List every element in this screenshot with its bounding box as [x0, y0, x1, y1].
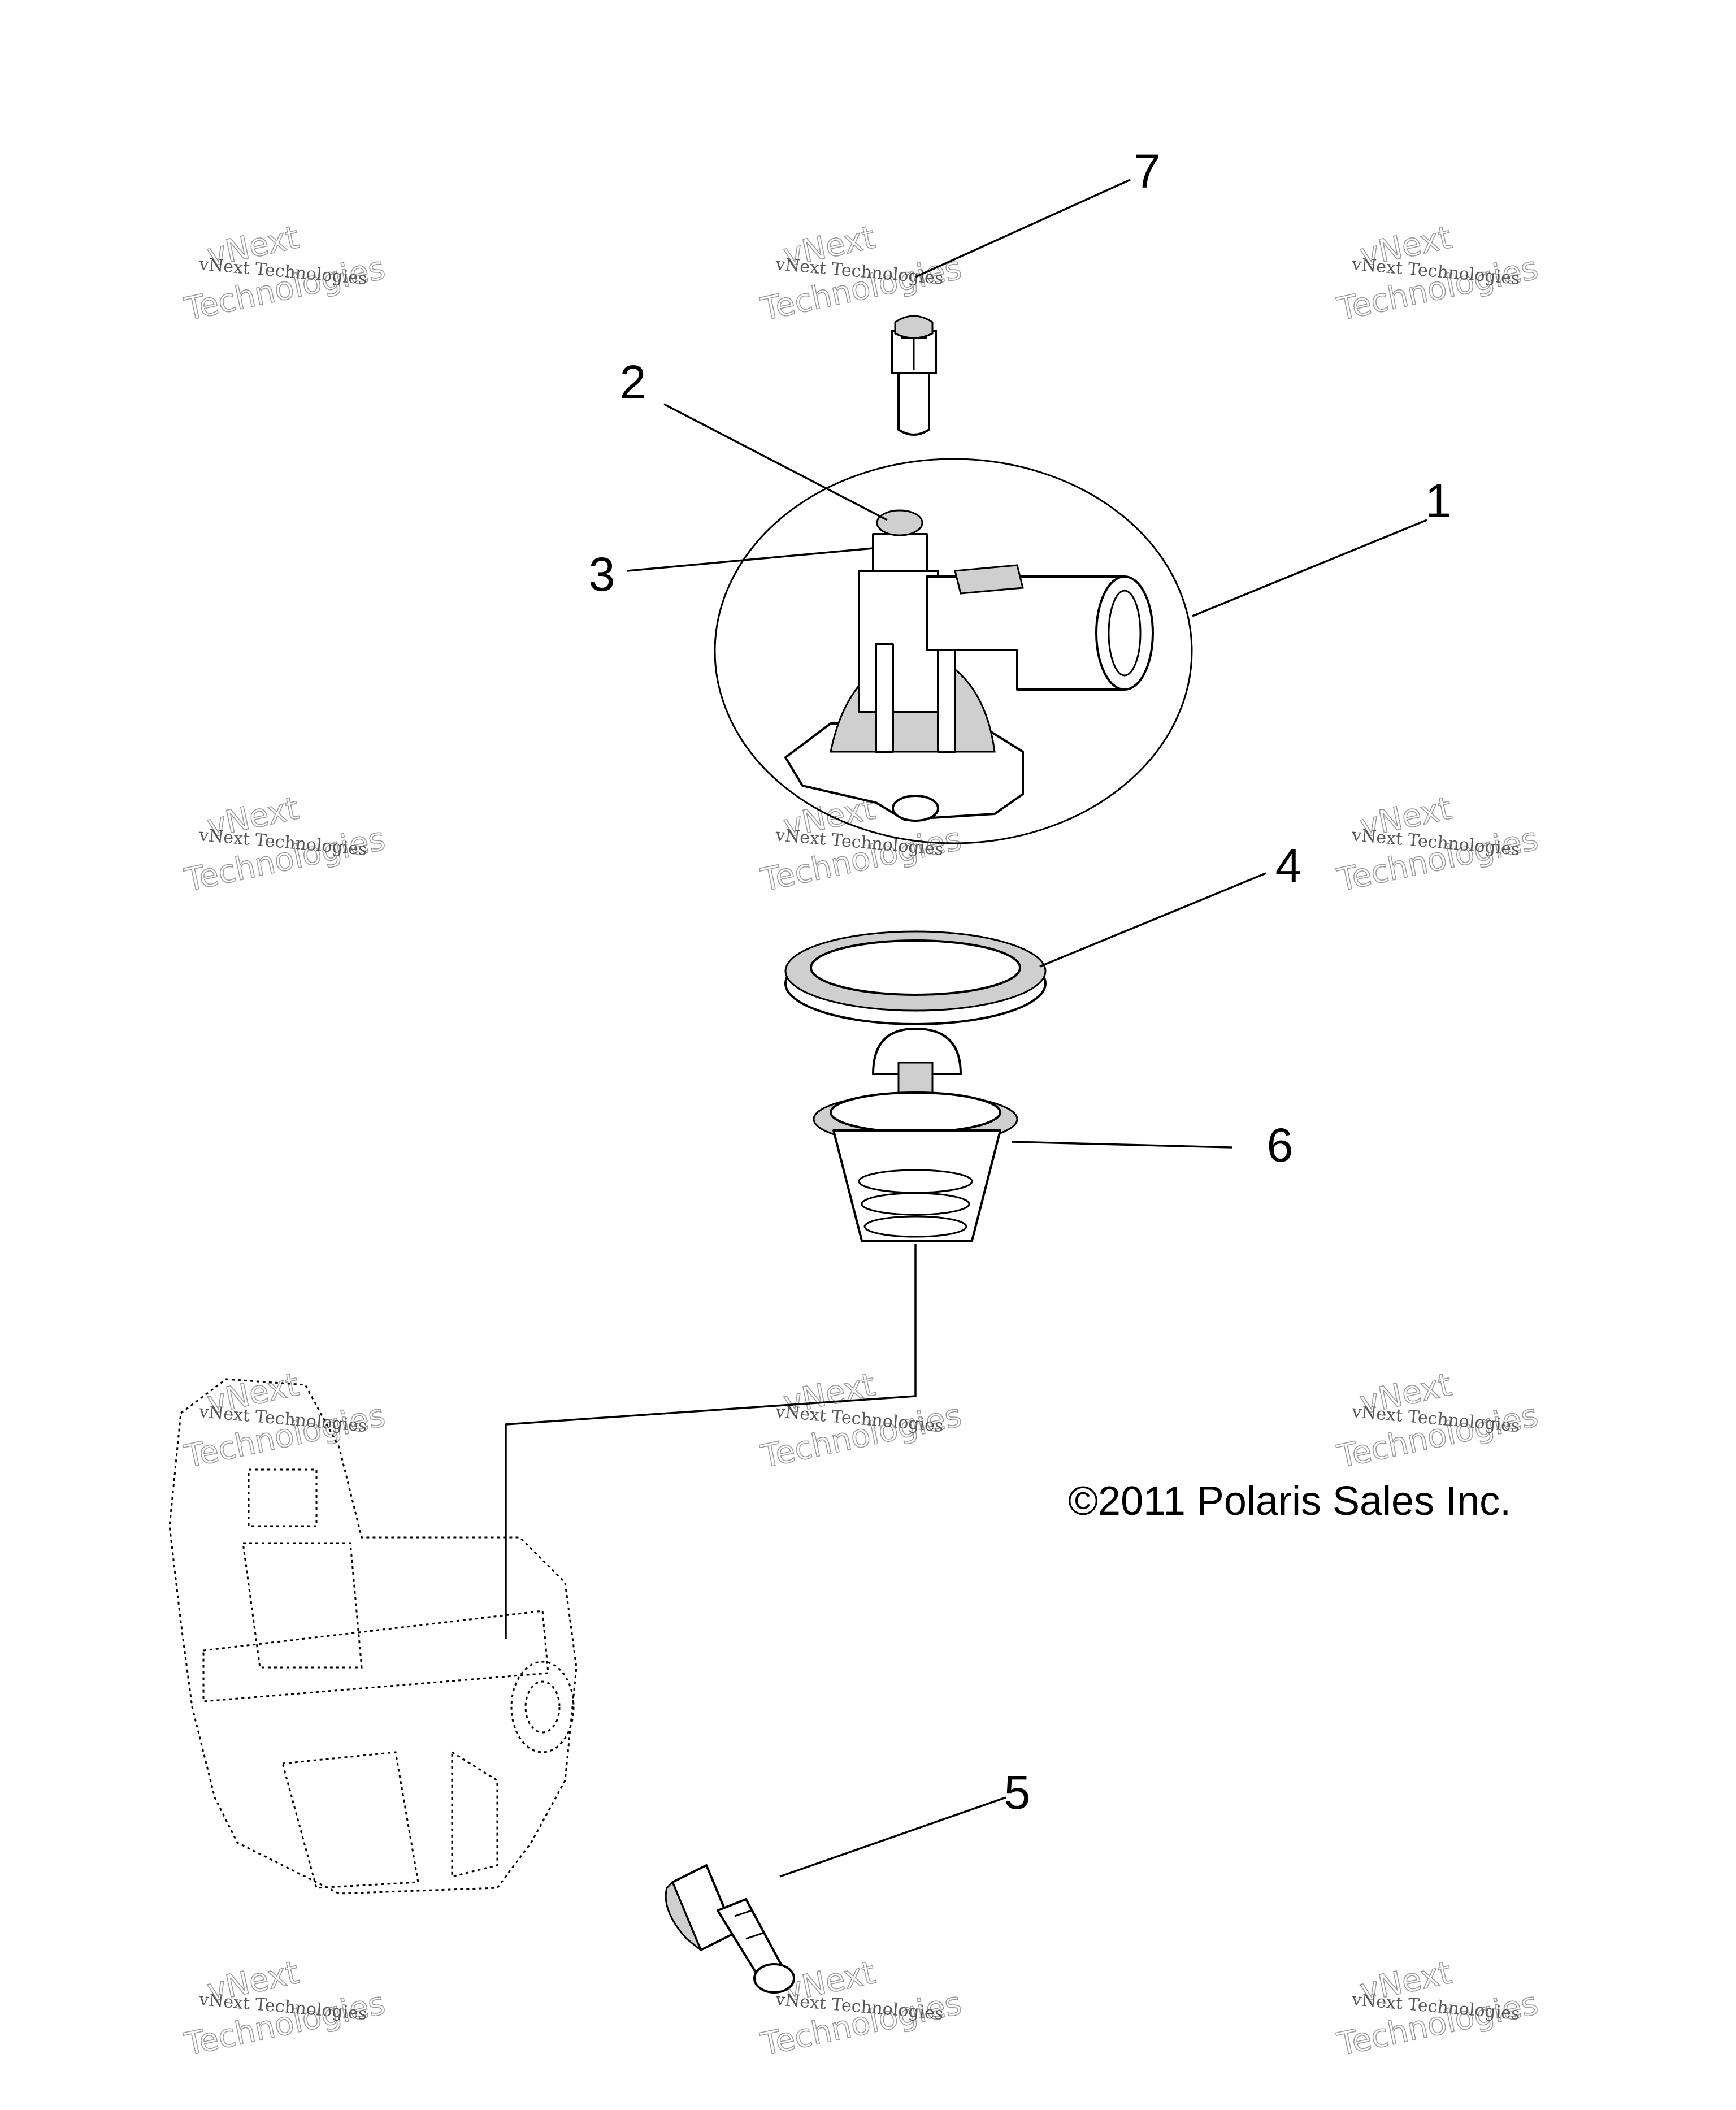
- engine-block-ghost: [168, 1378, 578, 1895]
- callout-3: 3: [589, 548, 615, 601]
- callout-4: 4: [1275, 839, 1302, 892]
- callout-7: 7: [1134, 145, 1161, 198]
- part-housing-1: [714, 458, 1193, 844]
- part-seal-4: [784, 930, 1047, 1025]
- part-thermostat-6: [813, 1028, 1018, 1242]
- callout-5: 5: [1004, 1766, 1031, 1819]
- callout-1: 1: [1425, 474, 1452, 527]
- part-bolt-7: [891, 315, 937, 436]
- leader-lines: [505, 179, 1427, 1878]
- part-fitting-5: [665, 1864, 795, 1994]
- callout-2: 2: [620, 356, 646, 409]
- copyright-notice: ©2011 Polaris Sales Inc.: [1068, 1479, 1511, 1524]
- callout-6: 6: [1267, 1119, 1294, 1172]
